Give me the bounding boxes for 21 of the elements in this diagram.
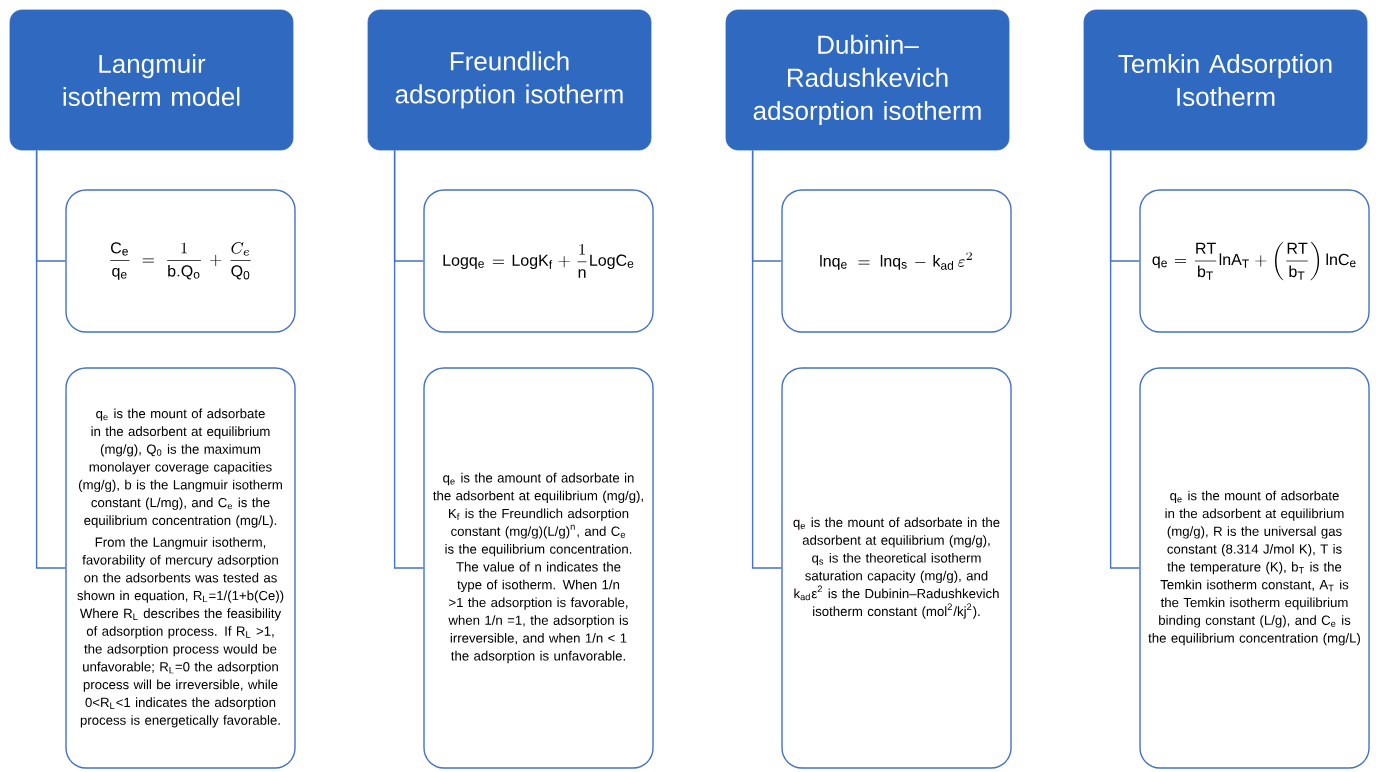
paragraph: From the Langmuir isotherm, favorability of mercury adsorption on the adsorbents was tested as shown in equation, R$_{L}$=1/(1+b(Ce)) Where R$_{L}$ describes the feasibility of adsorption process. If R$_{L}$ >1, the adsorption process would be unfavorable; R$_{L}$=0 the adsorption process will be irreversible, while 0<R$_{L}$<1 indicates the adsorption process is energetically favorable.	[77, 537, 284, 728]
description-box	[65, 367, 296, 769]
description-box	[1139, 367, 1370, 769]
formula-box: $\frac{\mathrm{C_e}}{\mathrm{q_e}}=\frac{1}{\mathrm{b.Q_o}}+\frac{C_e}{\mathrm{Q_0}}$	[65, 189, 296, 333]
paragraph: q$_{e}$ is the mount of adsorbate in the adsorbent at equilibrium (mg/g), R is the universal gas constant (8.314 J/mol K), T is the temperature (K), b$_{T}$ is the Temkin isotherm constant, A$_{T}$ is the Temkin isotherm equilibrium binding constant (L/g), and C$_{e}$ is the equilibrium concentration (mg/L)	[1148, 490, 1361, 646]
title-box: Freundlich adsorption isotherm	[367, 9, 652, 151]
connector-line	[393, 149, 424, 569]
description-box	[781, 367, 1012, 769]
paragraph: q$_{e}$ is the mount of adsorbate in the adsorbent at equilibrium (mg/g), Q$_{0}$ is the maximum monolayer coverage capacities (mg/g), b is the Langmuir isotherm constant (L/mg), and C$_{e}$ is the equilibrium concentration (mg/L).	[79, 408, 282, 528]
formula-box: $\mathrm{q_e}=\frac{\mathrm{RT}}{\mathrm{b_T}}\mathrm{lnA_T}+\left(\frac{\mathrm{RT}}{\mathrm{b_T}}\right)\mathrm{lnC_e}$	[1139, 189, 1370, 333]
formula-box: $\mathrm{Logq_e}=\mathrm{LogK_f}+\frac{1}{\mathrm{n}}\mathrm{LogC_e}$	[423, 189, 654, 333]
title-box: Langmuir isotherm model	[9, 9, 294, 151]
description-box	[423, 367, 654, 769]
title-box: Dubinin–Radushkevich adsorption isotherm	[725, 9, 1010, 151]
title-box: Temkin Adsorption Isotherm	[1083, 9, 1368, 151]
formula-box: $\mathrm{lnq_e}=\mathrm{lnq_s}-\mathrm{k_{ad}}\,\varepsilon^2$	[781, 189, 1012, 333]
connector-line	[751, 149, 782, 569]
paragraph: q$_{e}$ is the amount of adsorbate in the adsorbent at equilibrium (mg/g), K$_{f}$ is the Freundlich adsorption constant (mg/g)(L/g)$^{n}$, and C$_{e}$ is the equilibrium concentration. The value of n indicates the type of isotherm. When 1/n >1 the adsorption is favorable, when 1/n =1, the adsorption is irreversible, and when 1/n < 1 the adsorption is unfavorable.	[433, 472, 643, 664]
connector-line	[1109, 149, 1140, 569]
paragraph: q$_{e}$ is the mount of adsorbate in the adsorbent at equilibrium (mg/g), q$_{s}$ is the theoretical isotherm saturation capacity (mg/g), and k$_{ad}$ε$^{2}$ is the Dubinin–Radushkevich isotherm constant (mol$^{2}$/kj$^{2}$).	[793, 517, 1000, 619]
connector-line	[35, 149, 66, 569]
